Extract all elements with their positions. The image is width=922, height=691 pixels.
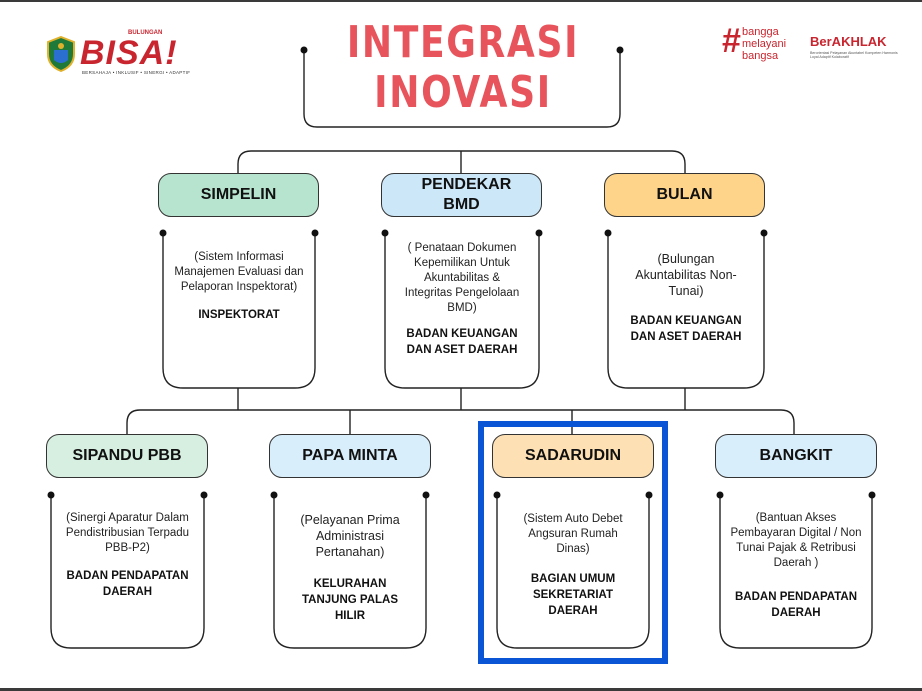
detail-sadarudin: (Sistem Auto Debet Angsuran Rumah Dinas)… [497,512,649,619]
detail-owner: BADAN KEUANGAN DAN ASET DAERAH [630,315,742,343]
detail-bangkit: (Bantuan Akses Pembayaran Digital / Non … [720,511,872,621]
berakhlak-subtext: Berorientasi Pelayanan Akuntabel Kompete… [810,51,898,60]
detail-description: (Pelayanan Prima Administrasi Pertanahan… [300,513,400,559]
detail-description: ( Penataan Dokumen Kepemilikan Untuk Aku… [404,242,520,314]
node-bulan: BULAN [604,173,765,217]
detail-simpelin: (Sistem Informasi Manajemen Evaluasi dan… [163,250,315,323]
detail-pendekar-bmd: ( Penataan Dokumen Kepemilikan Untuk Aku… [385,241,539,358]
bullet-dot [493,491,501,499]
page-title: INTEGRASI INOVASI [333,18,592,118]
hashtag-icon: # [722,22,741,60]
bullet-dot [270,491,278,499]
node-sadarudin: SADARUDIN [492,434,654,478]
node-pendekar-bmd: PENDEKAR BMD [381,173,542,217]
bullet-dot [300,46,308,54]
detail-description: (Bantuan Akses Pembayaran Digital / Non … [730,512,862,569]
bullet-dot [645,491,653,499]
bangga-melayani-bangsa-logo: # bangga melayani bangsa BerAKHLAK Beror… [722,22,898,68]
node-label: SADARUDIN [525,447,621,464]
detail-description: (Sistem Auto Debet Angsuran Rumah Dinas) [523,513,623,555]
detail-description: (Bulungan Akuntabilitas Non-Tunai) [635,252,737,298]
node-label: SIPANDU PBB [72,447,182,464]
title-line-1: INTEGRASI [346,17,580,68]
detail-sipandu-pbb: (Sinergi Aparatur Dalam Pendistribusian … [51,511,204,600]
bullet-dot [47,491,55,499]
slogan-line-1: bangga [742,26,779,38]
highlight-frame [478,421,668,664]
detail-bulan: (Bulungan Akuntabilitas Non-Tunai) BADAN… [608,251,764,345]
bullet-dot [716,491,724,499]
detail-papa-minta: (Pelayanan Prima Administrasi Pertanahan… [274,512,426,624]
bullet-dot [604,229,612,237]
bullet-dot [159,229,167,237]
bulungan-bisa-logo: BULUNGAN BISA! BERSAHAJA • INKLUSIF • SI… [46,30,190,80]
node-label: PENDEKAR BMD [421,176,512,213]
bullet-dot [868,491,876,499]
slogan-text: bangga melayani bangsa [742,26,786,62]
node-bangkit: BANGKIT [715,434,877,478]
detail-owner: KELURAHAN TANJUNG PALAS HILIR [301,578,399,622]
detail-owner: BADAN KEUANGAN DAN ASET DAERAH [406,328,518,356]
title-line-2: INOVASI [374,67,552,118]
slogan-line-2: melayani [742,38,787,50]
crest-icon [47,36,75,72]
node-label: SIMPELIN [200,186,277,203]
detail-description: (Sinergi Aparatur Dalam Pendistribusian … [65,512,190,554]
node-label: BULAN [656,186,713,203]
bullet-dot [535,229,543,237]
slogan-line-3: bangsa [742,50,779,62]
node-simpelin: SIMPELIN [158,173,319,217]
node-sipandu-pbb: SIPANDU PBB [46,434,208,478]
frame-top-border [0,0,922,2]
bullet-dot [616,46,624,54]
node-label: BANGKIT [759,447,833,464]
detail-owner: INSPEKTORAT [198,309,280,321]
bullet-dot [422,491,430,499]
berakhlak-brand: BerAKHLAK [810,34,887,49]
frame-bottom-border [0,688,922,691]
logo-top-text: BULUNGAN [128,30,163,36]
logo-word: BISA! [80,34,178,72]
bullet-dot [381,229,389,237]
bullet-dot [200,491,208,499]
bullet-dot [760,229,768,237]
node-label: PAPA MINTA [302,447,398,464]
detail-owner: BADAN PENDAPATAN DAERAH [734,591,858,619]
detail-owner: BAGIAN UMUM SEKRETARIAT DAERAH [530,573,616,617]
node-papa-minta: PAPA MINTA [269,434,431,478]
detail-description: (Sistem Informasi Manajemen Evaluasi dan… [174,251,304,293]
logo-tagline: BERSAHAJA • INKLUSIF • SINERGI • ADAPTIF [82,70,191,75]
bullet-dot [311,229,319,237]
detail-owner: BADAN PENDAPATAN DAERAH [66,570,189,598]
